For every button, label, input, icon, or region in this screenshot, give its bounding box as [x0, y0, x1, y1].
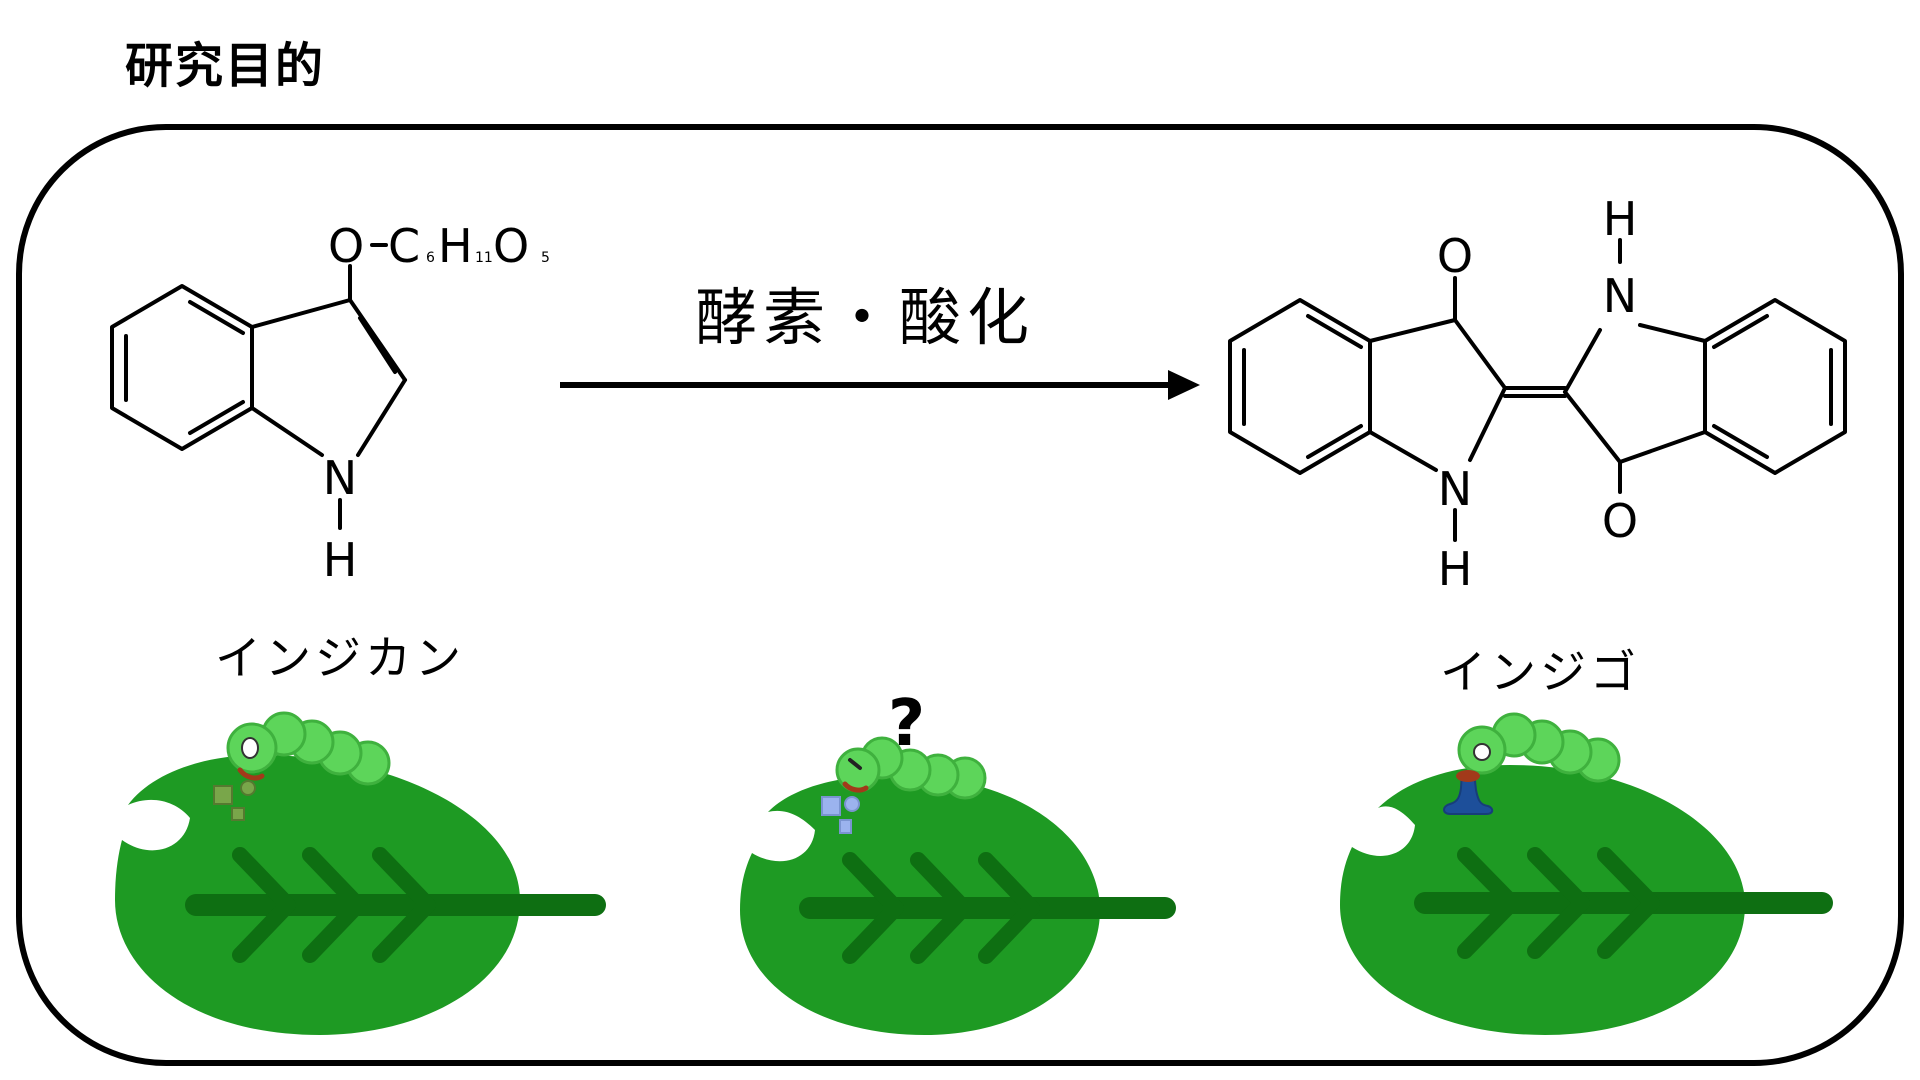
indigo-label: インジゴ — [1440, 645, 1640, 699]
indigo-o-top: O — [1437, 229, 1473, 283]
indican-sub-5: 5 — [541, 250, 550, 266]
leaf-scene-indican — [115, 711, 606, 1035]
reaction-label: 酵素・酸化 — [694, 281, 1035, 354]
unknown-particles — [821, 796, 860, 834]
indigo-structure — [1228, 238, 1847, 542]
indican-n-atom: N — [323, 451, 357, 505]
caterpillar: ? — [835, 687, 987, 800]
reaction-arrow — [560, 370, 1200, 400]
content-frame — [16, 124, 1904, 1066]
indican-atoms: N H O C 6 H 11 O 5 — [323, 219, 550, 587]
indigo-n-right: N — [1603, 269, 1637, 323]
indican-h-group: H — [438, 219, 473, 273]
leaf — [740, 775, 1176, 1035]
indigo-o-bottom: O — [1602, 494, 1638, 548]
indican-label: インジカン — [215, 631, 465, 685]
indican-h-atom: H — [323, 533, 358, 587]
indican-o-atom: O — [328, 219, 364, 273]
indican-sub-6: 6 — [426, 250, 435, 266]
page-title: 研究目的 — [125, 38, 326, 94]
indigo-h-right: H — [1603, 192, 1638, 246]
caterpillar — [1457, 712, 1621, 783]
indigo-atoms: O O N H N H — [1437, 192, 1638, 596]
indican-c-atom: C — [388, 219, 420, 273]
indigo-h-left: H — [1438, 542, 1473, 596]
leaf-scene-unknown: ? — [740, 687, 1176, 1035]
indican-particles — [213, 780, 256, 821]
indican-o-group: O — [493, 219, 529, 273]
caterpillar — [226, 711, 391, 786]
indigo-n-left: N — [1438, 462, 1472, 516]
indican-structure — [110, 243, 407, 530]
indigo-drip — [1443, 770, 1494, 815]
leaf — [115, 755, 606, 1035]
leaf-scene-indigo — [1340, 712, 1833, 1035]
leaf — [1340, 765, 1833, 1035]
question-mark: ? — [888, 687, 925, 761]
indican-sub-11: 11 — [475, 250, 493, 266]
